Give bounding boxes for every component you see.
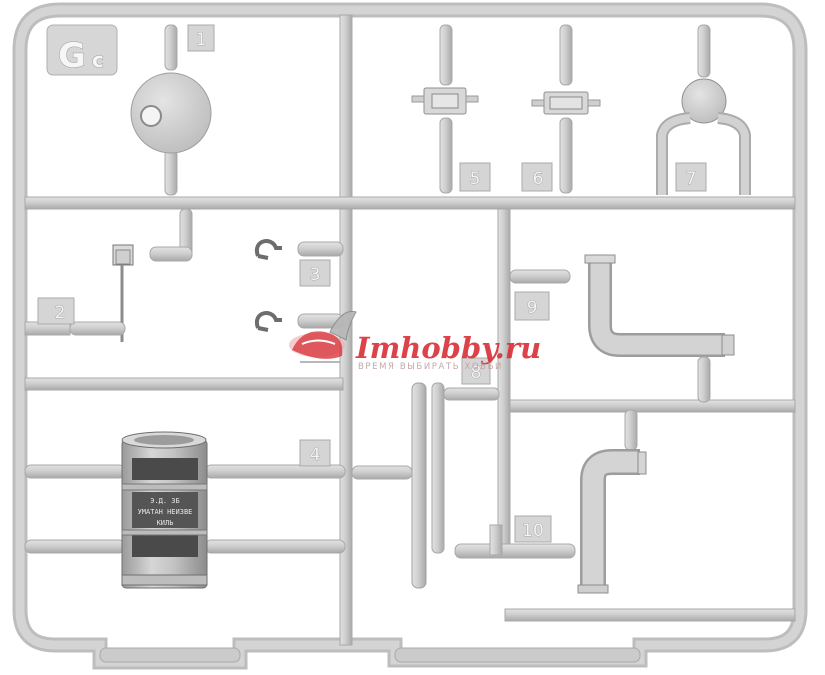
part-number-8: 8 bbox=[471, 363, 482, 383]
part-number-7: 7 bbox=[686, 169, 697, 189]
part-number-10: 10 bbox=[522, 521, 544, 541]
part-2 bbox=[24, 208, 193, 342]
sprue-code-tag: G c bbox=[46, 24, 118, 77]
part-number-1: 1 bbox=[196, 30, 207, 50]
watermark-tagline: ВРЕМЯ ВЫБИРАТЬ ХОББИ bbox=[358, 362, 503, 372]
part-7-dome bbox=[656, 24, 751, 195]
canister-label-line-2: УМАТАН НЕИЗВЕ bbox=[138, 508, 193, 516]
part-6 bbox=[531, 24, 601, 194]
part-number-6: 6 bbox=[533, 169, 544, 189]
part-number-2: 2 bbox=[55, 303, 66, 323]
part-number-tags: 1 2 3 4 5 6 7 8 9 10 bbox=[37, 24, 707, 543]
part-3 bbox=[254, 239, 344, 332]
sprue-code-sub: c bbox=[92, 48, 104, 72]
part-number-9: 9 bbox=[527, 298, 538, 318]
watermark-name: Imhobby.ru bbox=[355, 331, 541, 365]
watermark: Imhobby.ru ВРЕМЯ ВЫБИРАТЬ ХОББИ bbox=[289, 310, 541, 372]
part-5 bbox=[411, 24, 479, 194]
part-9-pipe bbox=[509, 254, 735, 403]
part-number-5: 5 bbox=[470, 169, 481, 189]
watermark-logo-icon bbox=[289, 310, 357, 363]
part-4-canister: Э.Д. 3Б УМАТАН НЕИЗВЕ КИЛЬ bbox=[24, 431, 346, 589]
part-10-pipe bbox=[577, 409, 647, 594]
part-number-4: 4 bbox=[310, 445, 321, 465]
canister-label-line-1: Э.Д. 3Б bbox=[150, 497, 180, 505]
part-1-disc bbox=[130, 24, 212, 196]
sprue-frame bbox=[12, 2, 808, 670]
part-number-3: 3 bbox=[310, 265, 321, 285]
part-8-rod bbox=[351, 382, 576, 589]
canister-label-line-3: КИЛЬ bbox=[157, 519, 174, 527]
sprue-code-letter: G bbox=[58, 36, 86, 76]
